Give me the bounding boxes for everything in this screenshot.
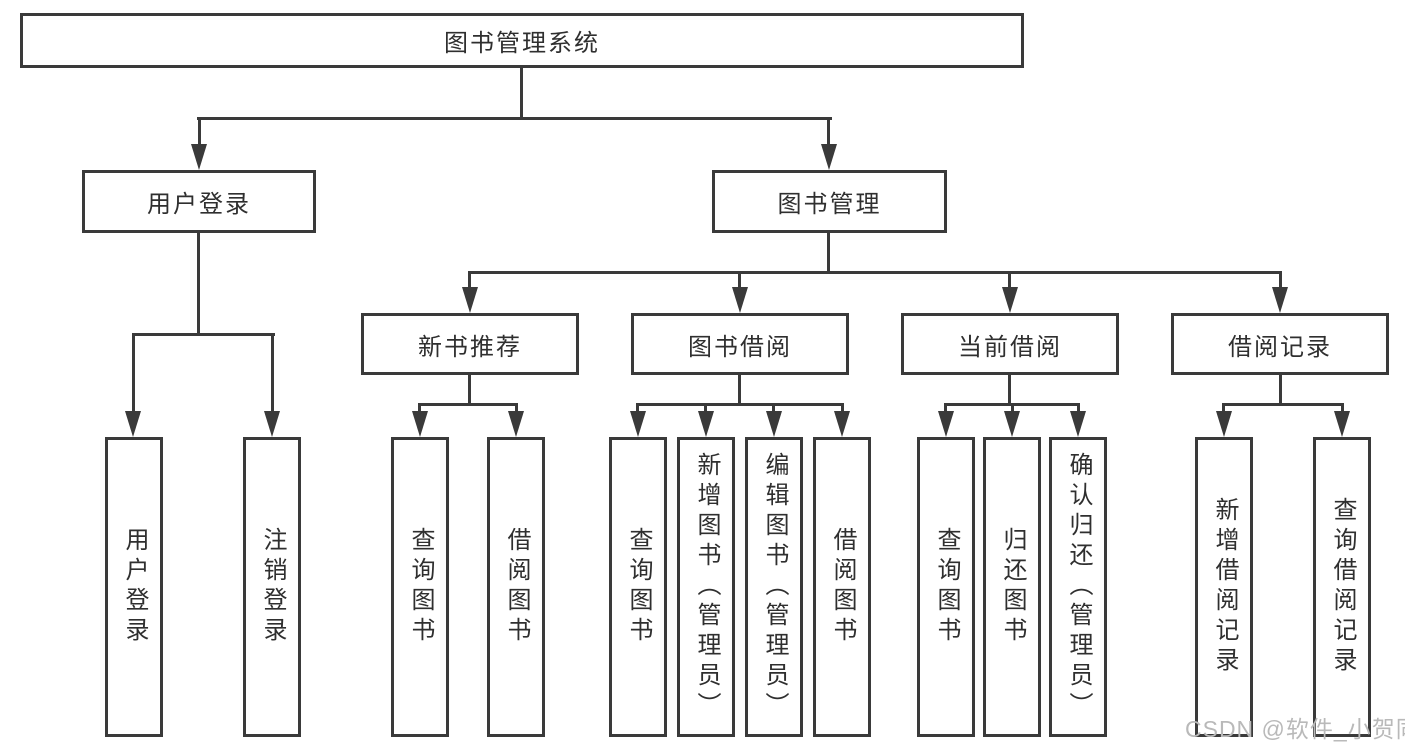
leaf-query-books-current: 查询图书 (917, 437, 975, 737)
arrow-down-icon (821, 144, 837, 170)
leaf-confirm-return-admin: 确认归还（管理员） (1049, 437, 1107, 737)
leaf-query-books-borrowing: 查询图书 (609, 437, 667, 737)
leaf-query-books-recommend: 查询图书 (391, 437, 449, 737)
connector-line (132, 333, 275, 336)
connector-line (418, 403, 421, 417)
leaf-edit-books-admin: 编辑图书（管理员） (745, 437, 803, 737)
arrow-down-icon (462, 287, 478, 313)
node-user-login: 用户登录 (82, 170, 316, 233)
connector-line (1008, 271, 1011, 291)
connector-line (418, 403, 518, 406)
leaf-borrow-books-borrowing: 借阅图书 (813, 437, 871, 737)
arrow-down-icon (834, 411, 850, 437)
connector-line (1222, 403, 1344, 406)
connector-line (1008, 375, 1011, 406)
connector-line (636, 403, 639, 417)
connector-line (772, 403, 775, 417)
node-new-book-recommend: 新书推荐 (361, 313, 579, 375)
connector-line (827, 233, 830, 274)
connector-line (271, 333, 274, 413)
connector-line (1011, 403, 1014, 417)
arrow-down-icon (698, 411, 714, 437)
arrow-down-icon (1216, 411, 1232, 437)
node-book-management: 图书管理 (712, 170, 947, 233)
connector-line (704, 403, 707, 417)
arrow-down-icon (508, 411, 524, 437)
leaf-query-borrow-record: 查询借阅记录 (1313, 437, 1371, 737)
arrow-down-icon (766, 411, 782, 437)
node-library-system: 图书管理系统 (20, 13, 1024, 68)
connector-line (468, 271, 471, 291)
leaf-user-login: 用户登录 (105, 437, 163, 737)
connector-line (1341, 403, 1344, 417)
node-current-borrowing: 当前借阅 (901, 313, 1119, 375)
arrow-down-icon (1334, 411, 1350, 437)
watermark: CSDN @软件_小贺同学 (1185, 716, 1405, 742)
connector-line (520, 68, 523, 118)
connector-line (197, 233, 200, 336)
arrow-down-icon (1272, 287, 1288, 313)
connector-line (944, 403, 947, 417)
connector-line (1222, 403, 1225, 417)
connector-line (1279, 375, 1282, 406)
connector-line (827, 117, 830, 147)
connector-line (515, 403, 518, 417)
leaf-add-books-admin: 新增图书（管理员） (677, 437, 735, 737)
arrow-down-icon (732, 287, 748, 313)
connector-line (468, 271, 1282, 274)
arrow-down-icon (264, 411, 280, 437)
connector-line (738, 271, 741, 291)
connector-line (636, 403, 844, 406)
connector-line (841, 403, 844, 417)
connector-line (1077, 403, 1080, 417)
leaf-add-borrow-record: 新增借阅记录 (1195, 437, 1253, 737)
node-book-borrowing: 图书借阅 (631, 313, 849, 375)
arrow-down-icon (412, 411, 428, 437)
leaf-logout-login: 注销登录 (243, 437, 301, 737)
arrow-down-icon (125, 411, 141, 437)
arrow-down-icon (191, 144, 207, 170)
connector-line (198, 117, 201, 147)
connector-line (132, 333, 135, 413)
connector-line (1279, 271, 1282, 291)
arrow-down-icon (1070, 411, 1086, 437)
arrow-down-icon (938, 411, 954, 437)
connector-line (738, 375, 741, 406)
arrow-down-icon (1004, 411, 1020, 437)
leaf-borrow-books-recommend: 借阅图书 (487, 437, 545, 737)
node-borrowing-records: 借阅记录 (1171, 313, 1389, 375)
arrow-down-icon (630, 411, 646, 437)
connector-line (197, 117, 832, 120)
leaf-return-books: 归还图书 (983, 437, 1041, 737)
connector-line (468, 375, 471, 406)
arrow-down-icon (1002, 287, 1018, 313)
